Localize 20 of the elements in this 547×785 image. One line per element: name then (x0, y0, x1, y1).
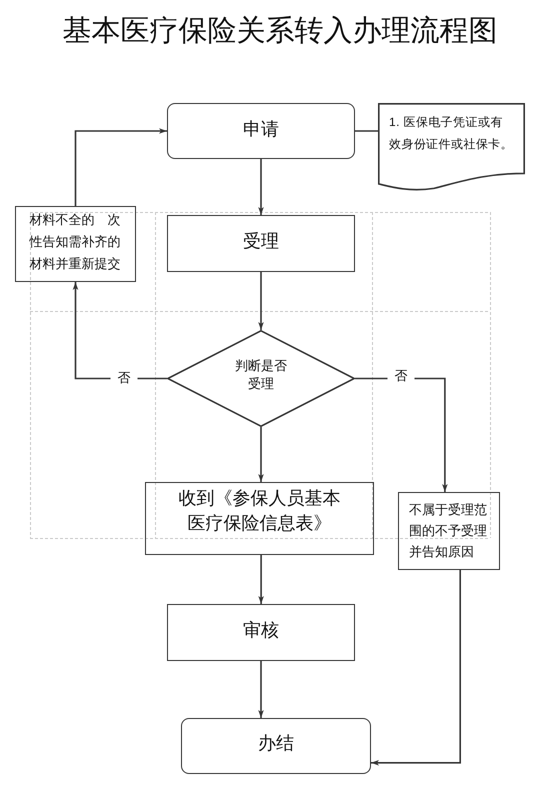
arrow (74, 128, 167, 206)
arrow (258, 427, 264, 482)
edge-label: 否 (110, 369, 138, 387)
start-box: 申请 (167, 103, 355, 159)
decision-diamond: 判断是否受理 (167, 330, 355, 427)
end-box: 办结 (181, 718, 371, 774)
process-box: 受理 (167, 215, 355, 272)
process-box: 审核 (167, 604, 355, 661)
arrow (258, 272, 264, 330)
arrow (258, 661, 264, 718)
process-box: 收到《参保人员基本医疗保险信息表》 (145, 482, 374, 555)
arrow (258, 555, 264, 604)
arrow (371, 570, 461, 766)
title: 基本医疗保险关系转入办理流程图 (62, 12, 498, 48)
note-document: 1. 医保电子凭证或有效身份证件或社保卡。 (378, 103, 525, 191)
connector-line (355, 130, 378, 132)
process-box: 不属于受理范围的不予受理并告知原因 (398, 492, 500, 570)
edge-label: 否 (388, 367, 414, 385)
arrow (258, 159, 264, 215)
process-box: 材料不全的 次性告知需补齐的材料并重新提交 (15, 206, 136, 282)
